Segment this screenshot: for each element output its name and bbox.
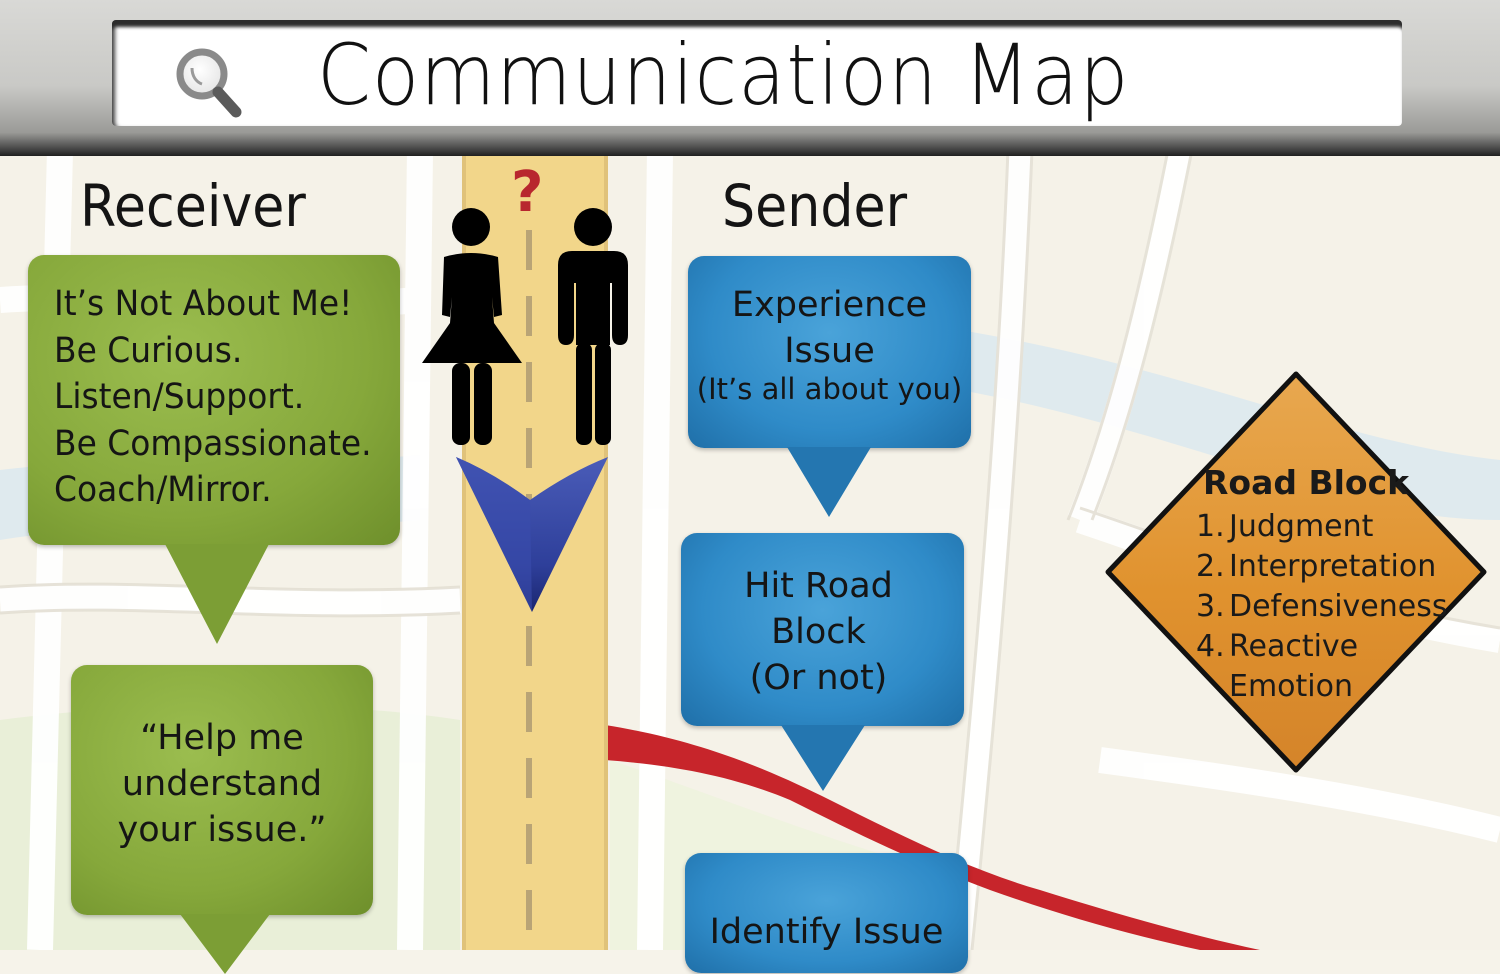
sender-callout-2-line: Block bbox=[771, 612, 866, 652]
search-icon bbox=[176, 48, 242, 118]
receiver-callout-1-line: Be Compassionate. bbox=[54, 423, 372, 464]
receiver-callout-1: It’s Not About Me! Be Curious. Listen/Su… bbox=[28, 255, 400, 545]
road-block-item: 1.Judgment bbox=[1196, 509, 1374, 544]
receiver-callout-1-line: Coach/Mirror. bbox=[54, 470, 272, 510]
road-block-title: Road Block bbox=[1203, 463, 1410, 502]
receiver-callout-2: “Help me understand your issue.” bbox=[71, 665, 373, 915]
road-block-item: 3.Defensiveness bbox=[1196, 589, 1448, 624]
sender-callout-experience-issue: Experience Issue (It’s all about you) bbox=[688, 256, 971, 448]
receiver-callout-2-line: your issue.” bbox=[117, 810, 327, 850]
sender-callout-2-line: (Or not) bbox=[749, 658, 888, 698]
receiver-callout-2-line: understand bbox=[121, 764, 323, 804]
question-mark: ? bbox=[511, 160, 544, 225]
receiver-callout-1-line: It’s Not About Me! bbox=[54, 284, 353, 324]
receiver-callout-1-pointer bbox=[165, 544, 269, 644]
sender-callout-1-subtext: (It’s all about you) bbox=[696, 372, 963, 406]
woman-figure-icon bbox=[422, 208, 522, 445]
receiver-callout-2-pointer bbox=[180, 914, 270, 974]
sender-callout-identify-issue: Identify Issue bbox=[685, 853, 968, 973]
header-bar: Communication Map bbox=[0, 0, 1500, 156]
sender-callout-3-line: Identify Issue bbox=[709, 912, 944, 952]
road-block-sign bbox=[1105, 371, 1487, 773]
sender-callout-2-line: Hit Road bbox=[744, 566, 893, 606]
road-block-item: 2.Interpretation bbox=[1196, 549, 1437, 584]
title-search-bar: Communication Map bbox=[112, 20, 1402, 126]
sender-callout-2-pointer bbox=[781, 725, 865, 791]
road-block-item: Emotion bbox=[1229, 669, 1353, 704]
sender-callout-1-pointer bbox=[787, 447, 871, 517]
receiver-callout-2-line: “Help me bbox=[140, 718, 304, 758]
road-block-list: 1.Judgment 2.Interpretation 3.Defensiven… bbox=[1196, 507, 1448, 707]
sender-heading: Sender bbox=[722, 172, 908, 240]
sender-callout-1-line: Experience bbox=[731, 285, 928, 325]
sender-callout-1-line: Issue bbox=[784, 331, 875, 371]
road-block-item: 4.Reactive bbox=[1196, 629, 1359, 664]
sender-callout-hit-road-block: Hit Road Block (Or not) bbox=[681, 533, 964, 726]
man-figure-icon bbox=[558, 208, 628, 445]
receiver-callout-1-line: Be Curious. bbox=[54, 330, 243, 371]
receiver-heading: Receiver bbox=[80, 172, 306, 240]
page-title: Communication Map bbox=[317, 26, 1130, 124]
receiver-callout-1-line: Listen/Support. bbox=[54, 377, 305, 417]
down-arrow-icon bbox=[456, 457, 608, 612]
